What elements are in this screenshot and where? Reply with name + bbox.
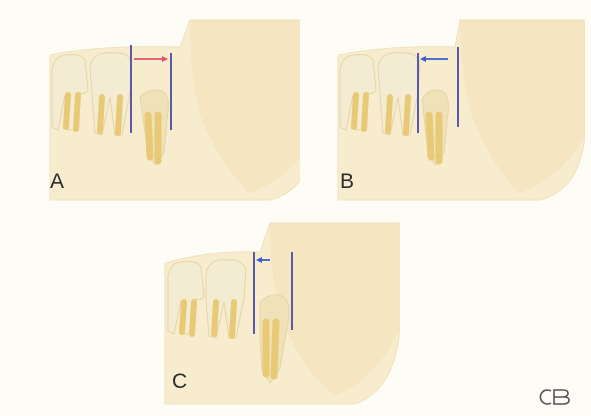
panel-b-illustration [330,15,585,205]
panel-label-a: A [50,171,64,192]
cb-logo-icon [539,386,573,408]
panel-label-c: C [172,371,187,392]
panel-c: C [160,218,400,406]
panel-c-illustration [160,218,400,406]
panel-label-b: B [340,171,354,192]
panel-a: A [40,15,300,205]
panel-a-illustration [40,15,300,205]
panel-b: B [330,15,585,205]
